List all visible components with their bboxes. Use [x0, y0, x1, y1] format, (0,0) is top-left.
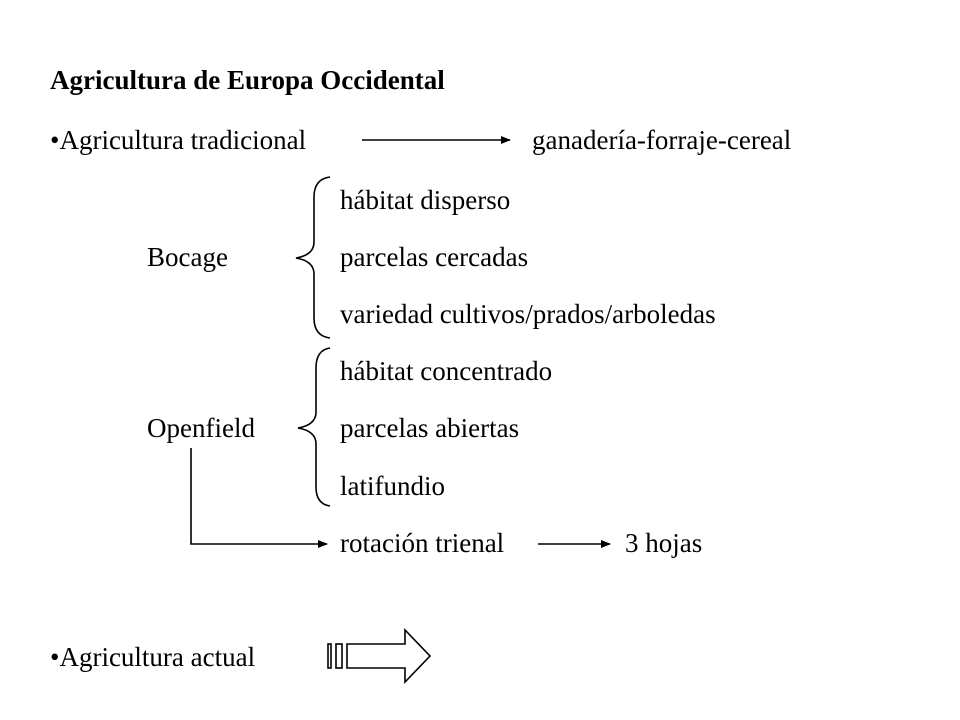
striped-block-arrow-icon — [327, 628, 432, 684]
traditional-agriculture-label: •Agricultura tradicional — [50, 125, 307, 155]
bocage-item: parcelas cercadas — [340, 242, 529, 272]
bocage-item: variedad cultivos/prados/arboledas — [340, 299, 716, 329]
bocage-item: hábitat disperso — [340, 185, 511, 215]
openfield-label: Openfield — [147, 413, 255, 443]
current-agriculture-label: •Agricultura actual — [50, 642, 256, 672]
rotation-result: 3 hojas — [625, 528, 703, 558]
openfield-item: latifundio — [340, 471, 445, 501]
traditional-agriculture-result: ganadería-forraje-cereal — [532, 125, 792, 155]
openfield-item: parcelas abiertas — [340, 413, 520, 443]
bocage-brace — [295, 176, 331, 339]
slide-title: Agricultura de Europa Occidental — [50, 65, 445, 95]
bocage-label: Bocage — [147, 242, 228, 272]
rotation-label: rotación trienal — [340, 528, 505, 558]
openfield-brace — [297, 347, 331, 507]
openfield-item: hábitat concentrado — [340, 356, 553, 386]
openfield-rotation-connector — [190, 448, 328, 548]
